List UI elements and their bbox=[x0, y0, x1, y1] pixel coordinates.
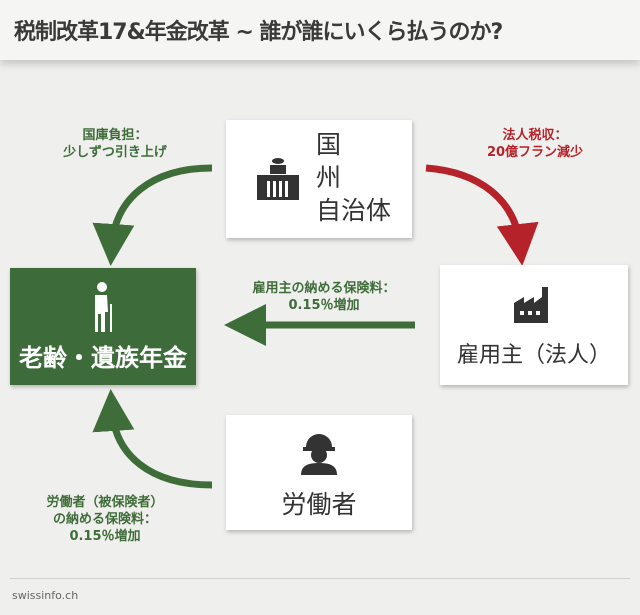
footer-divider bbox=[10, 578, 630, 579]
header: 税制改革17&年金改革 ~ 誰が誰にいくら払うのか? bbox=[0, 0, 640, 60]
note-gov-to-employer: 法人税収：20億フラン減少 bbox=[486, 128, 584, 160]
factory-icon bbox=[514, 287, 548, 323]
government-box: 国州自治体 bbox=[226, 120, 412, 238]
source-credit: swissinfo.ch bbox=[12, 589, 79, 602]
note-employer-to-pension: 雇用主の納める保険料：0.15％増加 bbox=[252, 281, 396, 313]
note-gov-to-pension: 国庫負担：少しずつ引き上げ bbox=[63, 128, 167, 160]
worker-label: 労働者 bbox=[281, 490, 357, 519]
employer-box: 雇用主（法人） bbox=[440, 265, 628, 385]
worker-box: 労働者 bbox=[226, 415, 412, 530]
arrow-gov-to-employer bbox=[425, 164, 539, 266]
employer-label: 雇用主（法人） bbox=[456, 343, 611, 368]
note-worker-to-pension: 労働者（被保険者）の納める保険料：0.15％増加 bbox=[46, 495, 164, 544]
elderly-person-icon bbox=[95, 282, 112, 332]
arrow-worker-to-pension bbox=[92, 389, 213, 489]
government-label: 国州自治体 bbox=[316, 130, 392, 225]
worker-hardhat-icon bbox=[301, 434, 337, 475]
capitol-building-icon bbox=[257, 158, 299, 200]
page-title: 税制改革17&年金改革 ~ 誰が誰にいくら払うのか? bbox=[14, 20, 503, 45]
arrow-gov-to-pension bbox=[92, 164, 213, 266]
pension-label: 老齢・遺族年金 bbox=[19, 344, 187, 372]
pension-box: 老齢・遺族年金 bbox=[10, 268, 196, 385]
